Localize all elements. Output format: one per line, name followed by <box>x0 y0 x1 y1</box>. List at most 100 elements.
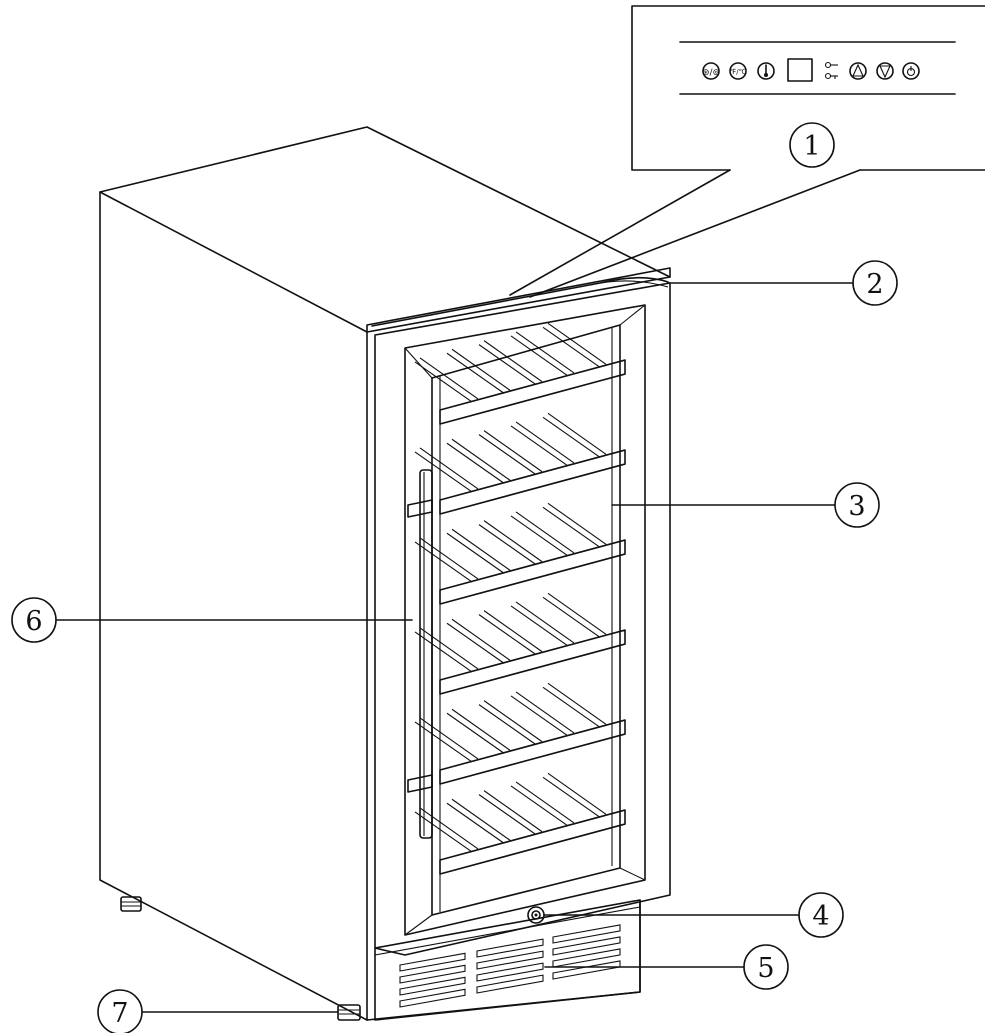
shelf <box>414 592 626 695</box>
shelf-slat <box>515 691 575 734</box>
shelf-slat <box>446 802 505 844</box>
vent-slot <box>399 976 466 996</box>
up-arrow-icon <box>849 62 867 80</box>
shelf-slat <box>542 596 601 638</box>
shelf-slat <box>414 451 473 493</box>
control-panel-detail: ⊛/⊚ ℉/℃ <box>631 5 985 171</box>
vent-slot <box>399 964 466 984</box>
shelf-slat <box>419 717 479 760</box>
shelf-slat <box>483 430 543 473</box>
shelf-slat <box>515 601 575 644</box>
shelf-slat <box>542 416 601 458</box>
shelf-slat <box>419 627 479 670</box>
shelf-slat <box>451 618 511 661</box>
svg-text:6: 6 <box>25 606 42 637</box>
svg-text:℉/℃: ℉/℃ <box>730 68 747 76</box>
shelf-slat <box>547 592 607 635</box>
svg-text:⊛/⊚: ⊛/⊚ <box>702 68 721 78</box>
shelf-slat <box>515 781 575 824</box>
shelf-slat <box>419 357 479 400</box>
shelf-slat <box>414 361 473 403</box>
shelf-front-rail <box>439 359 626 425</box>
shelf-slat <box>483 520 543 563</box>
shelf <box>414 682 626 785</box>
callout-2: 2 <box>667 260 898 306</box>
svg-text:3: 3 <box>848 491 865 522</box>
down-arrow-icon <box>876 62 894 80</box>
shelf-front-rail <box>439 539 626 605</box>
callout-7: 7 <box>97 989 339 1033</box>
vent-slot <box>552 936 621 956</box>
shelf-slat <box>515 331 575 374</box>
shelf-slat <box>419 807 479 850</box>
shelf-slat <box>542 776 601 818</box>
shelf-slat <box>547 412 607 455</box>
shelf <box>414 412 626 515</box>
svg-text:7: 7 <box>111 998 128 1029</box>
shelf-front-rail <box>439 629 626 695</box>
vent-slot <box>476 962 544 982</box>
callout-6: 6 <box>11 597 413 643</box>
shelf-front-rail <box>439 449 626 515</box>
shelf-slat <box>510 605 569 647</box>
power-icon <box>902 62 920 80</box>
leader-line-1b <box>529 169 861 298</box>
vent-slot <box>552 948 621 968</box>
shelf-slat <box>451 348 511 391</box>
lock-key-icon <box>824 61 838 80</box>
shelf-slat <box>547 682 607 725</box>
thermometer-icon <box>757 62 775 80</box>
mode-toggle-icon: ℉/℃ <box>729 62 747 80</box>
shelf-slat <box>515 511 575 554</box>
callout-1: 1 <box>789 122 835 168</box>
shelf-slat <box>446 352 505 394</box>
shelf-slat <box>451 798 511 841</box>
vent-slot <box>399 952 466 972</box>
shelf-slat <box>483 340 543 383</box>
callout-3: 3 <box>611 482 880 528</box>
shelf-slat <box>542 506 601 548</box>
shelf-front-rail <box>439 809 626 875</box>
vent-slot <box>476 950 544 970</box>
vent-slot <box>476 938 544 958</box>
shelf-slat <box>478 614 537 656</box>
vent-slot <box>476 974 544 994</box>
fan-light-icon: ⊛/⊚ <box>702 62 721 80</box>
leveling-foot-left <box>120 896 142 912</box>
shelf-slat <box>419 537 479 580</box>
shelf-slat <box>510 425 569 467</box>
svg-text:4: 4 <box>812 901 829 932</box>
shelf-slat <box>510 785 569 827</box>
door <box>374 282 671 956</box>
ventilation-slots <box>399 924 621 1008</box>
vent-slot <box>552 924 621 944</box>
base-vent-grille <box>374 899 641 1021</box>
wine-shelves <box>414 322 626 875</box>
shelf-slat <box>446 442 505 484</box>
shelf-slat <box>446 622 505 664</box>
shelf-slat <box>510 695 569 737</box>
cabinet-body <box>99 126 671 1021</box>
shelf-slat <box>515 421 575 464</box>
vent-slot <box>399 988 466 1008</box>
shelf-slat <box>451 528 511 571</box>
shelf-slat <box>547 772 607 815</box>
shelf <box>414 772 626 875</box>
shelf <box>414 502 626 605</box>
shelf-slat <box>483 790 543 833</box>
shelf-slat <box>510 515 569 557</box>
shelf-slat <box>446 712 505 754</box>
shelf-slat <box>451 708 511 751</box>
shelf-slat <box>451 438 511 481</box>
svg-text:2: 2 <box>866 269 883 300</box>
shelf-slat <box>510 335 569 377</box>
display-window <box>787 58 813 82</box>
callout-5: 5 <box>544 944 789 990</box>
shelf-slat <box>483 610 543 653</box>
vent-slot <box>552 960 621 980</box>
shelf-slat <box>542 326 601 368</box>
callout-4: 4 <box>543 892 844 938</box>
shelf-slat <box>478 524 537 566</box>
leader-line-1a <box>509 169 731 296</box>
shelf-slat <box>478 344 537 386</box>
